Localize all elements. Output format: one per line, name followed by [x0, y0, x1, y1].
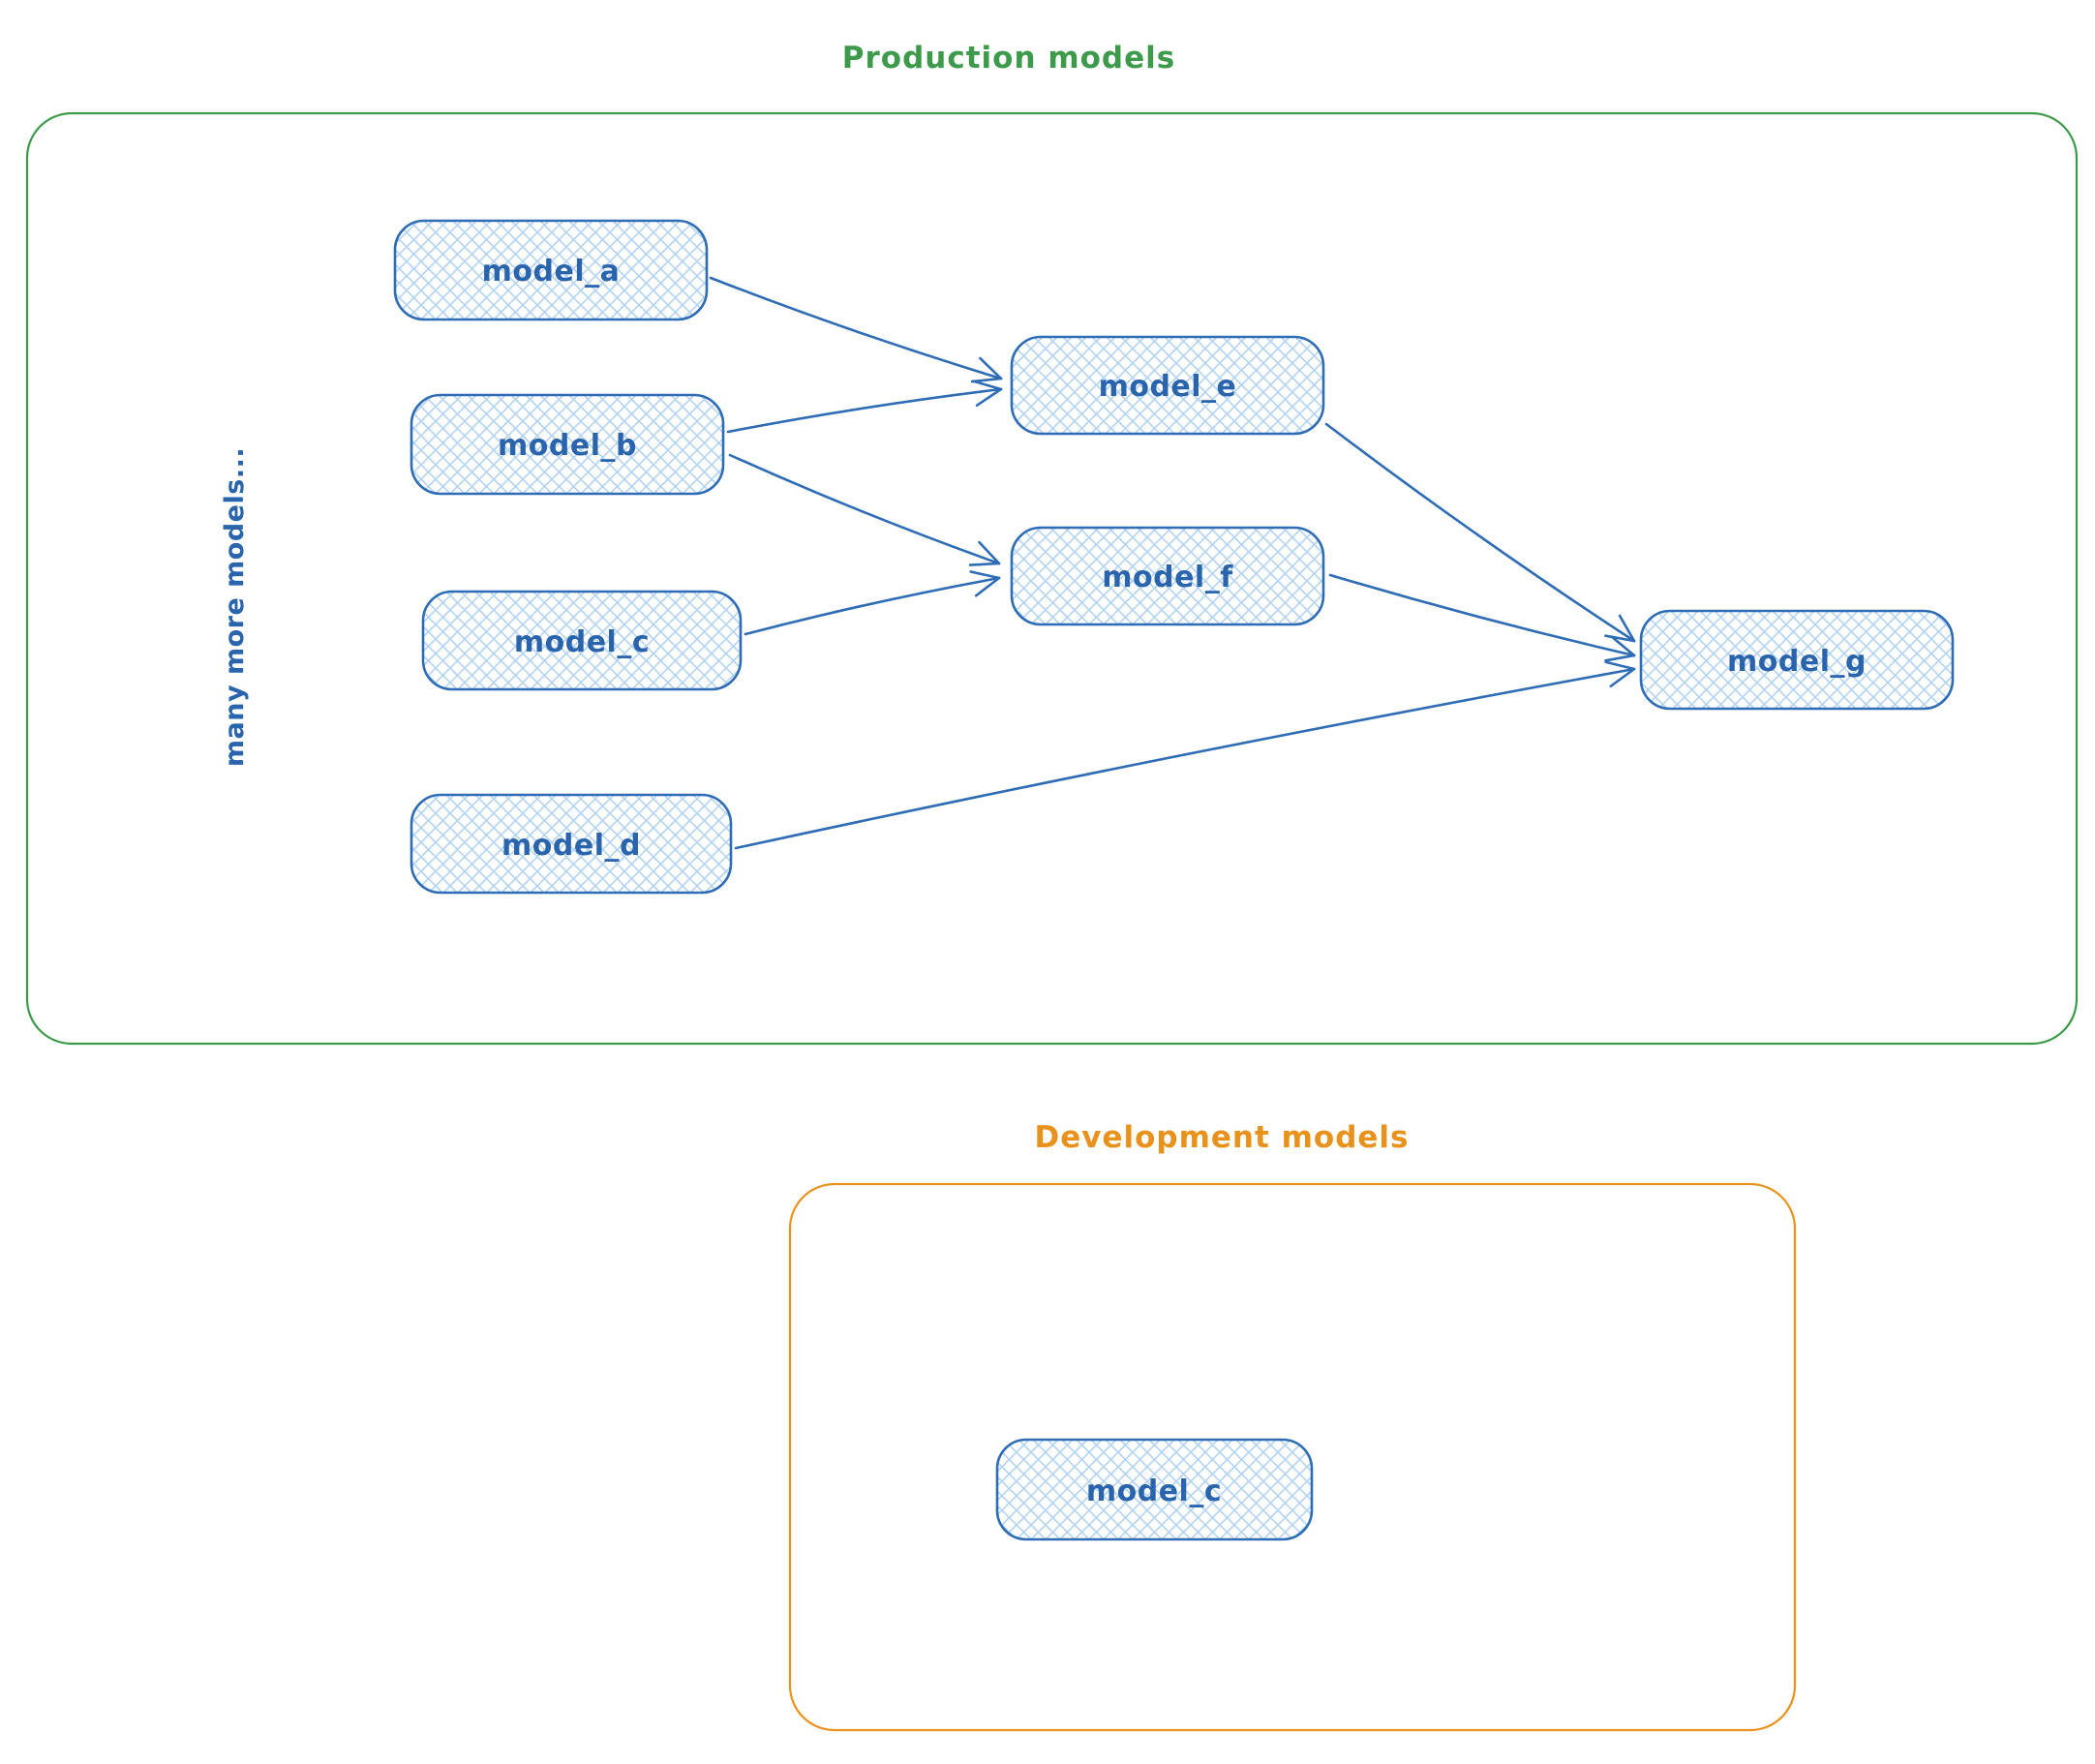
node-model_a-label: model_a: [482, 255, 621, 289]
production-section-title: Production models: [842, 41, 1175, 76]
node-model_c_dev[interactable]: model_c: [995, 1438, 1314, 1541]
edges-layer: [709, 276, 1636, 850]
node-model_d-label: model_d: [501, 829, 641, 863]
node-model_d-shape[interactable]: [410, 793, 733, 895]
node-model_a[interactable]: model_a: [393, 219, 709, 321]
node-model_g-label: model_g: [1727, 645, 1867, 679]
edge-model_c-model_f[interactable]: [744, 570, 1001, 636]
node-model_b-label: model_b: [498, 429, 637, 463]
node-model_f[interactable]: model_f: [1010, 526, 1325, 626]
node-model_d[interactable]: model_d: [410, 793, 733, 895]
node-model_e-shape[interactable]: [1010, 335, 1325, 436]
node-model_b-shape[interactable]: [410, 393, 725, 496]
edge-model_e-model_g[interactable]: [1324, 422, 1636, 643]
node-model_b[interactable]: model_b: [410, 393, 725, 496]
edge-model_a-model_e[interactable]: [709, 276, 1003, 383]
node-model_e[interactable]: model_e: [1010, 335, 1325, 436]
edge-model_d-model_g[interactable]: [734, 660, 1636, 850]
development-section-title: Development models: [1034, 1120, 1409, 1155]
edge-model_b-model_f[interactable]: [728, 453, 1001, 566]
node-model_f-shape[interactable]: [1010, 526, 1325, 626]
many-more-models-note: many more models...: [220, 447, 250, 767]
development-container[interactable]: [788, 1182, 1797, 1732]
node-model_c[interactable]: model_c: [421, 590, 743, 691]
node-model_f-label: model_f: [1102, 561, 1233, 594]
edge-model_f-model_g[interactable]: [1328, 573, 1636, 662]
node-model_g[interactable]: model_g: [1639, 609, 1955, 711]
node-model_a-shape[interactable]: [393, 219, 709, 321]
production-container[interactable]: [25, 111, 2079, 1046]
node-model_e-label: model_e: [1099, 370, 1237, 404]
node-model_c-label: model_c: [514, 625, 650, 659]
node-model_g-shape[interactable]: [1639, 609, 1955, 711]
node-model_c_dev-label: model_c: [1086, 1475, 1222, 1508]
node-model_c-shape[interactable]: [421, 590, 743, 691]
node-model_c_dev-shape[interactable]: [995, 1438, 1314, 1541]
edge-model_b-model_e[interactable]: [726, 380, 1003, 434]
